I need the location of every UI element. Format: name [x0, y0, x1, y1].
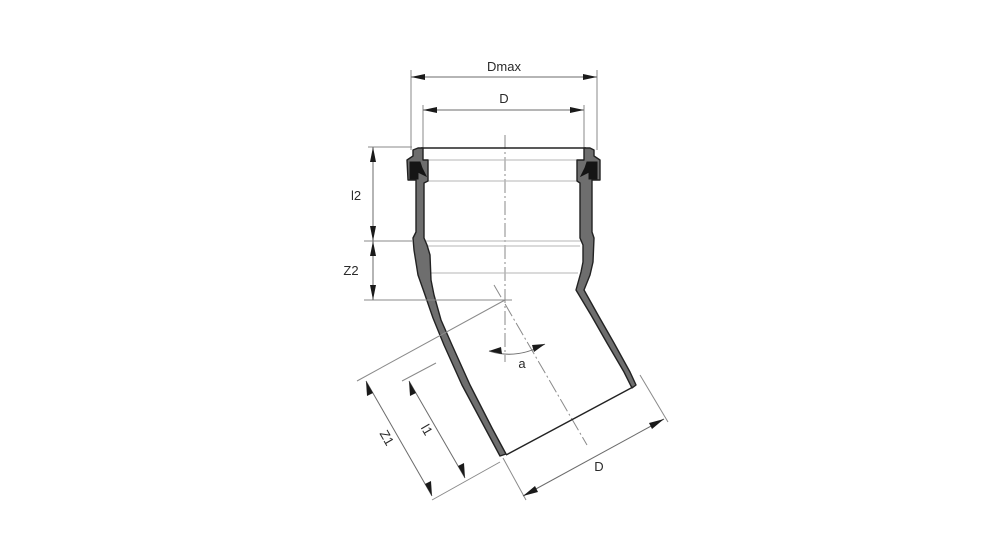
d-top-dimension: D: [422, 91, 585, 150]
left-seal-ring: [409, 161, 428, 180]
dmax-label: Dmax: [487, 59, 521, 74]
angle-label: a: [518, 356, 526, 371]
right-pipe-wall: [575, 147, 637, 389]
spigot-end-edge: [505, 386, 634, 456]
z1-dimension: Z1: [356, 299, 506, 501]
spigot-axis-centerline: [493, 284, 588, 446]
z2-dimension: Z2: [343, 241, 512, 301]
z1-label: Z1: [377, 427, 398, 448]
left-pipe-wall: [406, 147, 507, 457]
l1-dimension: l1: [401, 362, 466, 479]
socket-inner-lines: [424, 159, 584, 274]
d-bottom-dimension: D: [502, 374, 669, 501]
dmax-dimension: Dmax: [410, 59, 598, 150]
d-top-label: D: [499, 91, 508, 106]
right-seal-ring: [579, 161, 598, 180]
d-bottom-label: D: [594, 459, 603, 474]
z2-label: Z2: [343, 263, 358, 278]
l2-label: l2: [351, 188, 361, 203]
l2-dimension: l2: [351, 146, 413, 242]
l1-label: l1: [418, 422, 436, 438]
angle-dimension: a: [488, 343, 546, 371]
